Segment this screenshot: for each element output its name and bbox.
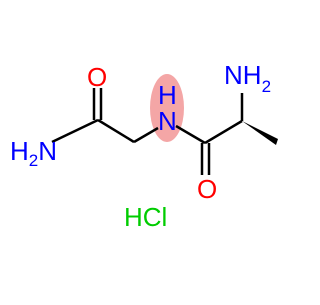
amine-nh2-left-label: H2N — [10, 136, 57, 170]
structure-canvas: H2N O H N O NH2 HCl — [10, 60, 278, 232]
nh-highlight — [150, 74, 184, 142]
bond-c1-ch2 — [97, 118, 135, 144]
oxygen-top-label: O — [87, 62, 107, 92]
nh-hydrogen-label: H — [158, 80, 177, 110]
bond-nh2-c1 — [51, 118, 99, 144]
nh-nitrogen-label: N — [158, 106, 177, 136]
oxygen-bottom-label: O — [197, 174, 217, 204]
bond-ch2-nh — [133, 126, 159, 144]
molecule-drawing: H2N O H N O NH2 HCl — [10, 60, 278, 232]
bond-nh-c2 — [175, 124, 206, 145]
bonds — [51, 88, 244, 175]
hcl-salt-label: HCl — [124, 202, 167, 232]
wedge-bond-methyl — [242, 121, 278, 145]
amine-nh2-right-label: NH2 — [224, 60, 271, 96]
bond-c2-ca — [204, 119, 243, 145]
